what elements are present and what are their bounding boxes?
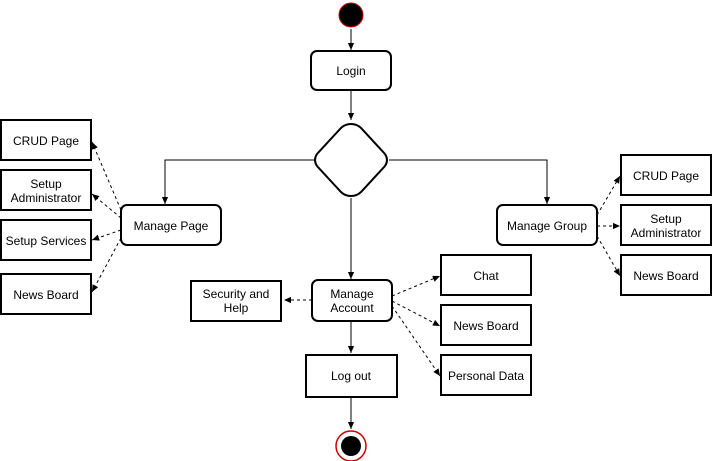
node-crud-right — [620, 154, 712, 196]
label-setup-admin-left-1: Setup — [30, 177, 62, 191]
label-security-help-1: Security and — [203, 287, 270, 301]
dashed-edges — [91, 141, 621, 377]
node-manage-group — [496, 204, 598, 246]
node-manage-account — [311, 279, 393, 322]
label-login: Login — [336, 64, 365, 78]
label-news-board-left: News Board — [13, 288, 78, 302]
edge-manage-account-personal-data — [391, 305, 441, 377]
edge-decision-manage-page — [161, 159, 315, 204]
node-security-help — [190, 280, 282, 322]
edge-decision-manage-group — [389, 159, 551, 204]
end-node — [335, 430, 367, 461]
solid-edges — [161, 29, 551, 429]
label-news-board-mid: News Board — [453, 319, 518, 333]
node-news-board-left — [0, 273, 92, 315]
label-setup-admin-right-2: Administrator — [631, 226, 702, 240]
label-manage-group: Manage Group — [507, 219, 587, 233]
node-chat — [440, 254, 532, 296]
edge-manage-page-crud — [91, 141, 122, 211]
node-setup-admin-left — [0, 169, 92, 211]
label-manage-account-2: Account — [330, 301, 374, 315]
label-manage-page: Manage Page — [134, 219, 209, 233]
label-chat: Chat — [473, 269, 499, 283]
node-log-out — [305, 354, 398, 398]
node-news-board-right — [620, 254, 712, 296]
label-crud-left: CRUD Page — [13, 134, 79, 148]
edge-manage-account-chat — [391, 275, 441, 297]
label-news-board-right: News Board — [633, 269, 698, 283]
edge-manage-page-setup-admin — [91, 193, 122, 219]
label-log-out: Log out — [331, 369, 372, 383]
node-setup-admin-right — [620, 204, 712, 246]
label-setup-admin-left-2: Administrator — [11, 191, 82, 205]
node-crud-left — [0, 119, 92, 161]
label-setup-admin-right-1: Setup — [650, 212, 682, 226]
label-crud-right: CRUD Page — [633, 169, 699, 183]
node-personal-data — [440, 354, 532, 396]
edge-manage-account-news-board — [391, 300, 441, 327]
node-manage-page — [120, 204, 222, 246]
decision-node — [314, 122, 388, 198]
label-personal-data: Personal Data — [448, 369, 524, 383]
node-news-board-mid — [440, 304, 532, 346]
node-setup-services — [0, 219, 92, 261]
label-manage-account-1: Manage — [330, 287, 374, 301]
label-security-help-2: Help — [224, 301, 249, 315]
edge-manage-group-news-board — [596, 235, 621, 277]
edge-manage-page-setup-services — [91, 229, 122, 241]
edge-manage-group-crud — [596, 175, 621, 216]
edge-manage-page-news-board — [91, 237, 122, 293]
label-setup-services: Setup Services — [6, 234, 87, 248]
node-login — [310, 50, 392, 91]
start-node — [338, 2, 364, 28]
